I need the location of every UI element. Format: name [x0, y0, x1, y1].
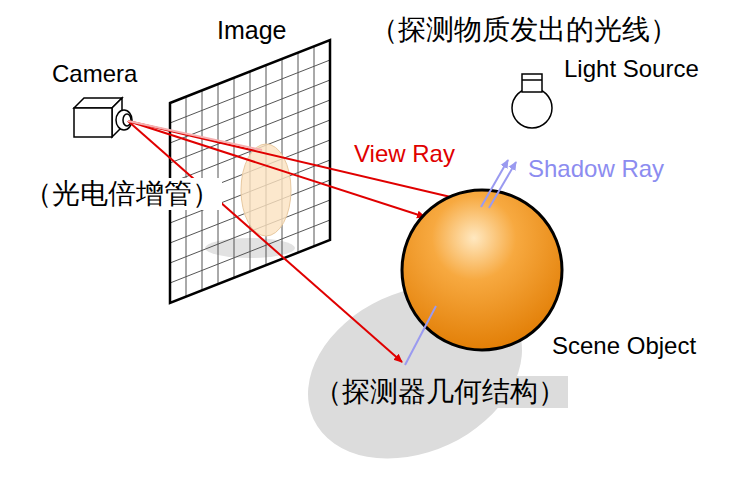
- camera-label: Camera: [50, 60, 139, 88]
- image-label: Image: [215, 16, 288, 45]
- light-source-label: Light Source: [562, 55, 701, 83]
- shadow-ray-label: Shadow Ray: [526, 155, 666, 183]
- annotation-text: （光电倍增管）: [22, 178, 222, 210]
- light-bulb: [512, 74, 552, 128]
- scene-object-label: Scene Object: [550, 332, 698, 360]
- shadow-rays: [405, 160, 516, 365]
- camera-icon: [74, 98, 132, 137]
- view-ray-label: View Ray: [352, 140, 457, 168]
- image-plane: [170, 40, 330, 303]
- annotation-text: （探测物质发出的光线）: [368, 14, 680, 46]
- annotation-text: （探测器几何结构）: [312, 376, 568, 408]
- image-grid: [170, 40, 330, 303]
